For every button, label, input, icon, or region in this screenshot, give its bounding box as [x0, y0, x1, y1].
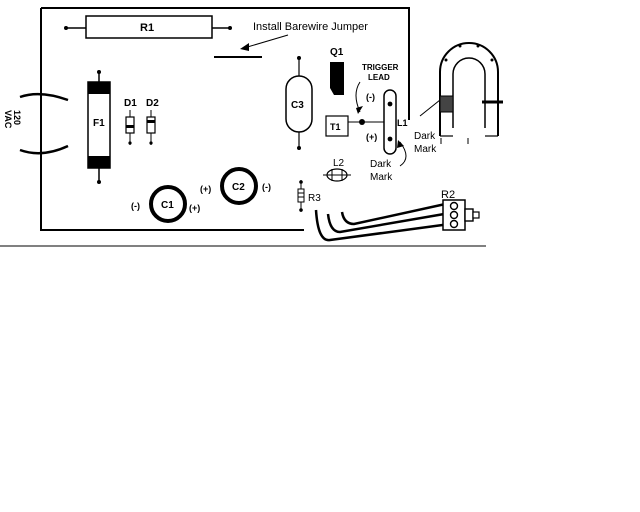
- diode-d2: D2: [146, 98, 159, 145]
- diode-d1: D1: [124, 98, 137, 145]
- transformer-t1: T1: [325, 115, 365, 137]
- barewire-jumper: Install Barewire Jumper: [214, 21, 368, 58]
- resistor-r1: R1: [64, 15, 232, 39]
- l1-minus-label: (-): [366, 92, 375, 102]
- capacitor-c3: C3: [285, 56, 313, 150]
- dark-mark-2-label-2: Mark: [370, 172, 393, 183]
- resistor-r3: R3: [297, 180, 321, 212]
- d2-label: D2: [146, 98, 159, 109]
- dark-mark-2-label-1: Dark: [370, 159, 392, 170]
- flash-tube-detail: Dark Mark: [414, 42, 503, 155]
- c1-plus-label: (+): [189, 203, 200, 213]
- flash-tube-l1: (-) (+) L1 Dark Mark: [362, 89, 408, 183]
- trigger-label-1: TRIGGER: [362, 63, 399, 72]
- t1-label: T1: [330, 122, 341, 132]
- pcb-outline: [40, 7, 410, 231]
- r2-label: R2: [441, 189, 455, 201]
- trigger-label-2: LEAD: [368, 73, 390, 82]
- wires-to-r2: [314, 201, 451, 242]
- d1-label: D1: [124, 98, 137, 109]
- coil-l2: L2: [323, 158, 351, 182]
- capacitor-c1: C1 (-) (+): [131, 185, 200, 223]
- dark-mark-1-label-1: Dark: [414, 131, 436, 142]
- c2-plus-label: (+): [200, 184, 211, 194]
- l1-plus-label: (+): [366, 132, 377, 142]
- jumper-arrow: [243, 34, 289, 49]
- l2-label: L2: [333, 158, 345, 169]
- transistor-q1: Q1: [330, 47, 344, 95]
- dark-mark-band: [439, 95, 454, 113]
- capacitor-c2: C2 (+) (-): [200, 167, 271, 205]
- dark-mark-1-label-2: Mark: [414, 144, 437, 155]
- jumper-label: Install Barewire Jumper: [253, 21, 368, 33]
- c2-minus-label: (-): [262, 182, 271, 192]
- q1-label: Q1: [330, 47, 344, 58]
- vac-label-top: 120: [12, 110, 22, 125]
- c1-label: C1: [161, 200, 174, 211]
- l1-label: L1: [397, 118, 408, 128]
- connector-r2: R2: [441, 189, 480, 231]
- ac-input: 120 VAC: [3, 92, 69, 155]
- trigger-lead: TRIGGER LEAD: [355, 63, 399, 114]
- f1-label: F1: [93, 118, 105, 129]
- c1-minus-label: (-): [131, 201, 140, 211]
- fuse-f1: F1: [87, 70, 111, 184]
- c2-label: C2: [232, 182, 245, 193]
- vac-label-bottom: VAC: [3, 110, 13, 129]
- r3-label: R3: [308, 193, 321, 204]
- r1-label: R1: [140, 22, 154, 34]
- c3-label: C3: [291, 100, 304, 111]
